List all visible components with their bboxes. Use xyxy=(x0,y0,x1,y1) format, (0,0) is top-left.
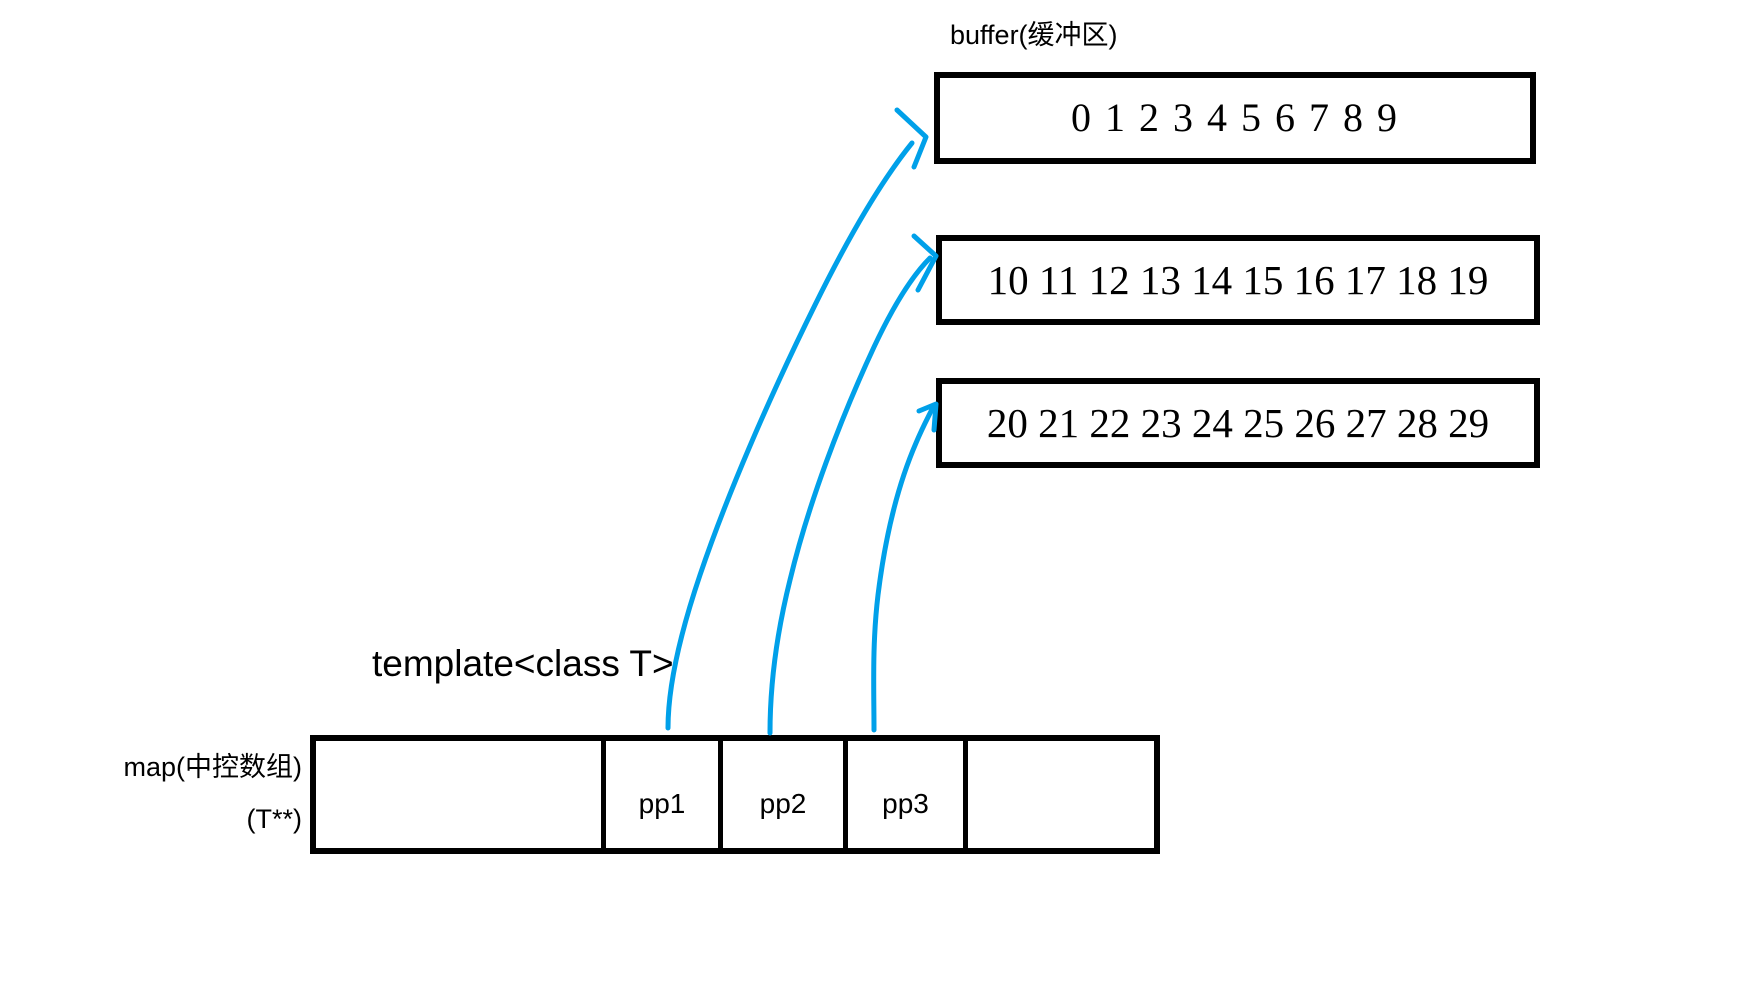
arrow-pp2-shaft xyxy=(767,255,933,736)
map-cell-1-label: pp1 xyxy=(638,787,686,819)
buffer-heading: buffer(缓冲区) xyxy=(950,20,1118,50)
arrow-pp1-shaft xyxy=(665,140,915,731)
buffer-box-2: 20 21 22 23 24 25 26 27 28 29 xyxy=(936,378,1540,468)
buffer-row-text-2: 20 21 22 23 24 25 26 27 28 29 xyxy=(986,399,1490,446)
buffer-row-text-0: 0 1 2 3 4 5 6 7 8 9 xyxy=(1071,95,1399,140)
buffer-row-text-1: 10 11 12 13 14 15 16 17 18 19 xyxy=(987,256,1489,303)
arrow-pp3 xyxy=(871,401,939,733)
map-label-name: map(中控数组) xyxy=(123,752,302,782)
buffer-box-0: 0 1 2 3 4 5 6 7 8 9 xyxy=(934,72,1536,164)
arrow-pp1-head xyxy=(894,107,929,170)
map-cell-3[interactable]: pp3 xyxy=(848,741,968,848)
map-cell-0[interactable] xyxy=(316,741,606,848)
template-label: template<class T> xyxy=(372,643,674,684)
map-label-type: (T**) xyxy=(246,804,303,834)
map-cell-4[interactable] xyxy=(968,741,1154,848)
map-cell-1[interactable]: pp1 xyxy=(606,741,723,848)
arrow-pp3-head xyxy=(916,401,939,433)
map-array: pp1 pp2 pp3 xyxy=(310,735,1160,854)
map-cell-2[interactable]: pp2 xyxy=(723,741,848,848)
arrow-pp3-shaft xyxy=(871,402,937,733)
arrow-pp2-head xyxy=(911,233,939,293)
arrow-pp1 xyxy=(665,107,929,731)
buffer-box-1: 10 11 12 13 14 15 16 17 18 19 xyxy=(936,235,1540,325)
arrow-pp2 xyxy=(767,233,939,736)
map-cell-3-label: pp3 xyxy=(882,787,929,819)
map-cell-2-label: pp2 xyxy=(759,787,807,819)
